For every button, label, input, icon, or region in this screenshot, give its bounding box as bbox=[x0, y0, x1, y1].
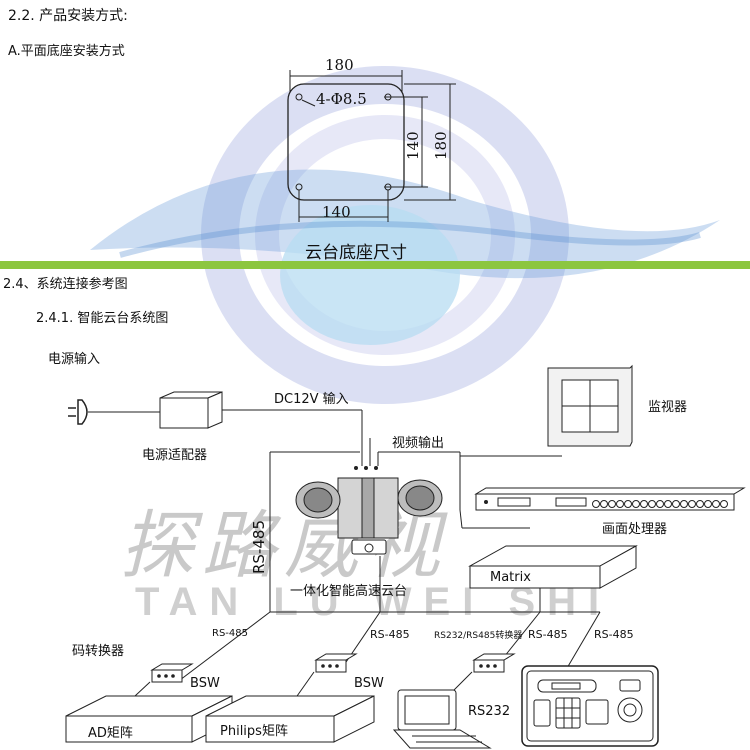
label-rs485-d: RS-485 bbox=[594, 628, 634, 641]
label-rs485-vertical: RS-485 bbox=[250, 520, 268, 574]
bsw-converter-icon bbox=[289, 653, 358, 707]
label-screen-processor: 画面处理器 bbox=[602, 522, 668, 537]
label-rs485-a: RS-485 bbox=[212, 628, 248, 639]
label-video-output: 视频输出 bbox=[392, 436, 445, 451]
section-2-2-title: 2.2. 产品安装方式: bbox=[8, 8, 128, 24]
label-ad-matrix: AD矩阵 bbox=[88, 726, 133, 741]
label-dc-input: DC12V 输入 bbox=[274, 392, 349, 407]
monitor-icon bbox=[547, 364, 633, 447]
label-monitor: 监视器 bbox=[648, 400, 688, 415]
label-code-converter: 码转换器 bbox=[72, 644, 125, 659]
label-philips-matrix: Philips矩阵 bbox=[220, 724, 288, 739]
screen-processor-icon bbox=[459, 487, 746, 529]
section-2-4-title: 2.4、系统连接参考图 bbox=[3, 277, 128, 292]
philips-matrix-icon bbox=[205, 695, 375, 743]
power-plug-icon bbox=[68, 399, 160, 425]
label-rs232-rs485-converter: RS232/RS485转换器 bbox=[434, 631, 523, 641]
label-rs232: RS232 bbox=[468, 704, 511, 719]
label-bsw-1: BSW bbox=[190, 676, 220, 691]
code-converter-icon bbox=[119, 663, 194, 711]
label-rs485-c: RS-485 bbox=[528, 628, 568, 641]
section-2-2-subtitle: A.平面底座安装方式 bbox=[8, 44, 125, 59]
matrix-icon bbox=[468, 545, 638, 612]
bottom-dimension: 140 bbox=[322, 203, 351, 221]
label-matrix: Matrix bbox=[490, 570, 531, 585]
label-power-input: 电源输入 bbox=[48, 352, 101, 367]
power-adapter-icon bbox=[159, 391, 363, 466]
section-divider bbox=[0, 261, 750, 269]
section-2-4-1-title: 2.4.1. 智能云台系统图 bbox=[36, 311, 169, 326]
rs232-rs485-converter-icon bbox=[451, 653, 516, 693]
ptz-camera-icon bbox=[295, 477, 443, 612]
label-power-adapter: 电源适配器 bbox=[142, 448, 208, 463]
label-bsw-2: BSW bbox=[354, 676, 384, 691]
keyboard-controller-icon bbox=[521, 665, 659, 747]
base-caption: 云台底座尺寸 bbox=[305, 243, 407, 263]
label-ptz: 一体化智能高速云台 bbox=[290, 584, 408, 599]
label-rs485-b: RS-485 bbox=[370, 628, 410, 641]
top-dimension: 180 bbox=[325, 56, 354, 74]
laptop-icon bbox=[392, 689, 492, 749]
hole-label: 4-Φ8.5 bbox=[316, 90, 367, 108]
